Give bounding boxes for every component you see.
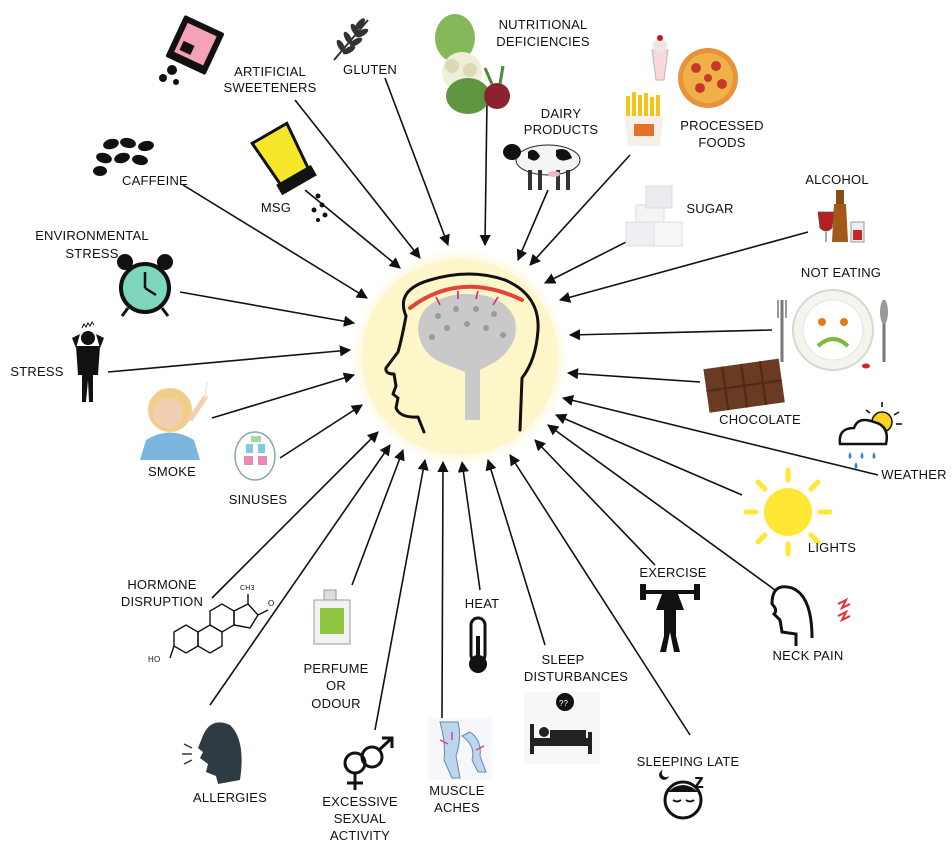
arrow-alcohol <box>558 231 809 303</box>
arrow-msg <box>304 189 401 269</box>
migraine-head-icon <box>354 251 566 463</box>
label-not-eating: NOT EATING <box>801 265 881 280</box>
cloud-sun-rain-icon <box>838 402 902 469</box>
alcohol-bottles-icon <box>817 190 865 243</box>
trigger-arrows <box>107 77 879 736</box>
sad-plate-icon <box>777 289 888 371</box>
label-allergies: ALLERGIES <box>193 790 267 805</box>
sleeping-face-icon: z <box>659 770 704 820</box>
svg-text:??: ?? <box>559 699 568 708</box>
molecule-ch3-label: CH3 <box>240 585 255 592</box>
label-gluten: GLUTEN <box>343 62 397 77</box>
label-sugar: SUGAR <box>686 201 733 216</box>
label-neck-pain: NECK PAIN <box>773 648 844 663</box>
neck-pain-head-icon <box>770 585 851 646</box>
stressed-person-icon <box>72 321 104 402</box>
arrow-allergies <box>209 444 391 706</box>
label-lights: LIGHTS <box>808 540 856 555</box>
perfume-bottle-icon <box>313 589 351 645</box>
sun-icon <box>743 467 833 557</box>
leg-muscle-icon <box>428 718 492 780</box>
label-heat: HEAT <box>465 596 500 611</box>
sugar-cubes-icon <box>625 185 683 247</box>
arrow-exercise <box>534 439 656 566</box>
arrow-lights <box>554 413 743 496</box>
sleep-disturbance-bed-icon: ?? <box>524 692 600 764</box>
arrow-neck-pain <box>547 424 776 591</box>
label-stress: STRESS <box>10 364 63 379</box>
arrow-hormone-disruption <box>211 431 379 599</box>
arrow-stress <box>107 345 352 373</box>
label-exercise: EXERCISE <box>639 565 706 580</box>
arrow-dairy-products <box>516 189 549 262</box>
sweetener-packet-icon <box>159 15 225 85</box>
arrow-artificial-sweeteners <box>294 99 421 259</box>
label-weather: WEATHER <box>881 467 946 482</box>
chocolate-bar-icon <box>703 358 785 413</box>
thermometer-icon <box>469 616 487 673</box>
label-sinuses: SINUSES <box>229 492 288 507</box>
coffee-beans-icon <box>93 137 154 176</box>
smoking-woman-icon <box>140 381 209 460</box>
arrow-sugar <box>544 234 641 284</box>
label-smoke: SMOKE <box>148 464 196 479</box>
arrow-sleeping-late <box>509 454 691 736</box>
arrow-gluten <box>384 77 450 247</box>
salt-shaker-icon <box>250 121 328 222</box>
label-sleeping-late: SLEEPING LATE <box>637 754 740 769</box>
label-msg: MSG <box>261 200 291 215</box>
molecule-oh-label: HO <box>148 655 160 664</box>
steroid-molecule-icon: HO O CH3 <box>148 585 274 664</box>
cow-icon <box>503 144 581 190</box>
wheat-icon <box>333 18 369 61</box>
alarm-clock-icon <box>117 254 173 317</box>
arrow-smoke <box>211 372 356 419</box>
arrow-caffeine <box>182 184 368 299</box>
arrow-not-eating <box>568 329 773 341</box>
arrow-weather <box>561 394 879 476</box>
weightlifter-icon <box>640 584 700 652</box>
label-chocolate: CHOCOLATE <box>719 412 801 427</box>
arrow-nutritional-deficiencies <box>479 99 491 247</box>
fast-food-icon <box>624 35 738 146</box>
sneezing-head-icon <box>182 722 242 784</box>
arrow-heat <box>457 460 481 591</box>
svg-text:z: z <box>694 771 704 793</box>
molecule-o-label: O <box>268 599 274 608</box>
arrow-environmental-stress <box>179 291 356 327</box>
arrow-perfume <box>351 448 405 586</box>
arrow-muscle-aches <box>437 460 449 719</box>
gender-symbols-icon <box>343 736 394 790</box>
vegetables-icon <box>435 14 510 114</box>
arrow-chocolate <box>566 368 701 383</box>
sinus-face-icon <box>234 431 276 481</box>
arrow-processed-foods <box>529 154 631 266</box>
label-alcohol: ALCOHOL <box>805 172 869 187</box>
arrow-sleep-disturbances <box>485 458 546 646</box>
label-caffeine: CAFFEINE <box>122 173 188 188</box>
arrow-excessive-sexual-activity <box>374 458 429 731</box>
arrow-sinuses <box>279 404 363 459</box>
